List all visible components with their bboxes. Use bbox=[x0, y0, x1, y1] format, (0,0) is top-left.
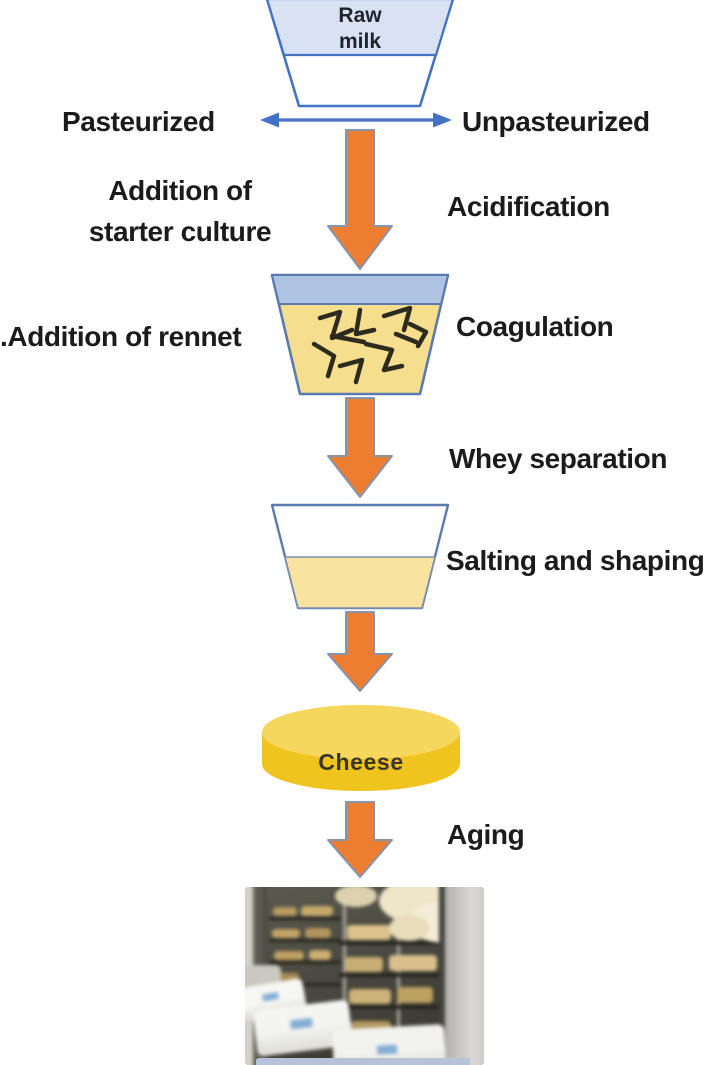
cheese-wheel-shape bbox=[262, 705, 460, 791]
down-arrow-icon bbox=[327, 397, 393, 498]
salting-shaping-label: Salting and shaping bbox=[446, 545, 705, 576]
unpasteurized-label: Unpasteurized bbox=[462, 106, 650, 137]
raw-milk-line2: milk bbox=[338, 30, 382, 53]
down-arrow-icon bbox=[327, 801, 393, 878]
left-right-arrow-icon bbox=[260, 112, 452, 128]
whey-separation-label: Whey separation bbox=[449, 443, 668, 474]
raw-milk-vessel bbox=[265, 0, 455, 108]
coagulation-vessel bbox=[270, 273, 450, 396]
photo-door-frame bbox=[439, 887, 445, 1065]
rennet-text: Addition of rennet bbox=[7, 321, 242, 352]
cropped-bottom-shape bbox=[256, 1058, 470, 1065]
curd-strands-icon bbox=[311, 305, 429, 385]
rennet-leading-dot: . bbox=[0, 321, 8, 352]
photo-content bbox=[245, 887, 484, 1065]
pasteurized-label: Pasteurized bbox=[62, 106, 215, 137]
raw-milk-label: Raw milk bbox=[280, 3, 440, 55]
down-arrow-icon bbox=[327, 611, 393, 692]
aging-label: Aging bbox=[447, 819, 525, 850]
acidification-label: Acidification bbox=[447, 191, 610, 222]
salting-vessel bbox=[270, 503, 450, 610]
starter-culture-line2: starter culture bbox=[88, 216, 272, 247]
coagulation-label: Coagulation bbox=[456, 311, 614, 342]
rennet-label: .Addition of rennet bbox=[0, 320, 242, 354]
cheese-label: Cheese bbox=[318, 749, 404, 775]
starter-culture-line1: Addition of bbox=[108, 175, 252, 206]
cheese-aging-room-photo bbox=[245, 887, 484, 1065]
raw-milk-line1: Raw bbox=[338, 4, 382, 27]
photo-right-wall bbox=[445, 887, 484, 1065]
down-arrow-icon bbox=[327, 129, 393, 270]
starter-culture-label: Addition of starter culture bbox=[60, 170, 300, 252]
